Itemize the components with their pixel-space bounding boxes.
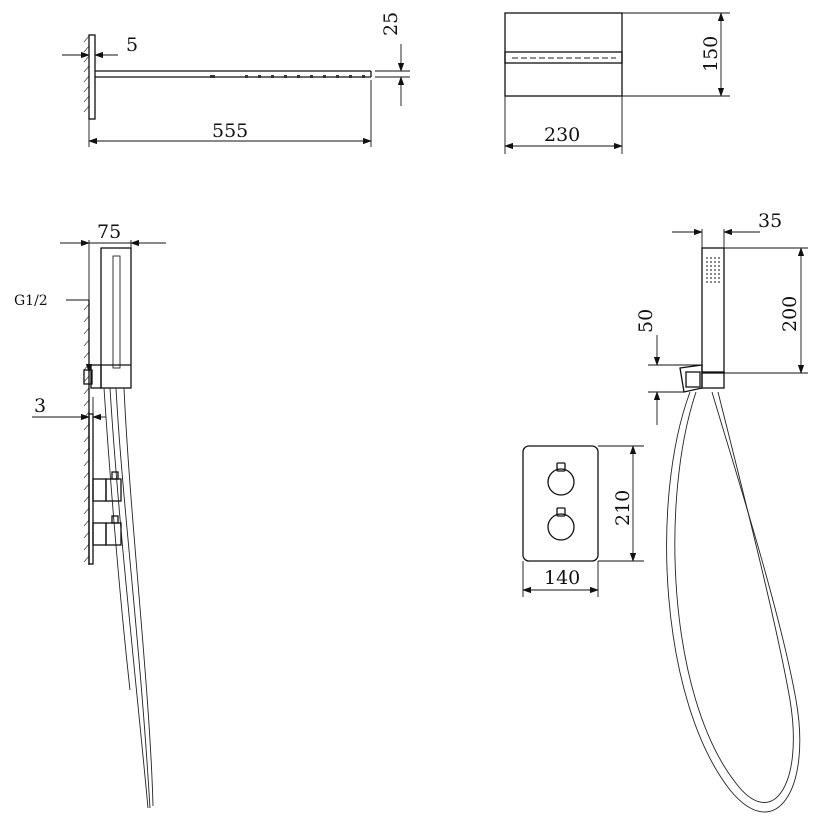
hose — [103, 387, 131, 691]
dim-valve-plate-width: 140 — [544, 567, 580, 589]
dim-hand-shower-width: 35 — [758, 210, 782, 232]
thermostat-knob — [547, 468, 575, 496]
hand-shower-front-view: 35 200 50 — [635, 210, 808, 813]
nozzles — [210, 75, 365, 78]
flow-knob — [547, 513, 575, 541]
valve-plate-front-view: 210 140 — [522, 445, 644, 597]
wall-holder — [679, 364, 703, 393]
dim-shower-head-thickness: 25 — [380, 12, 402, 36]
wall-flange — [88, 34, 96, 120]
shower-head-front-view: 230 150 — [504, 12, 730, 154]
spray-dots — [706, 257, 720, 283]
shower-head-side-view: 5 555 25 — [62, 12, 410, 147]
valve-handles — [92, 471, 122, 546]
dim-shower-head-length: 555 — [212, 120, 248, 142]
dim-shower-head-height: 150 — [700, 36, 722, 72]
wall-hatch — [83, 35, 90, 113]
dim-holder-height: 50 — [635, 309, 657, 333]
shower-head-body — [504, 12, 623, 97]
dim-wall-gap: 5 — [126, 34, 138, 56]
hand-shower-side-view: 75 G1/2 3 — [14, 221, 166, 809]
dim-plate-thickness: 3 — [34, 395, 46, 417]
hand-shower-handle — [701, 247, 725, 374]
dim-hand-shower-depth: 75 — [97, 221, 121, 243]
dim-shower-head-width: 230 — [544, 124, 580, 146]
hose-loop — [666, 391, 801, 813]
dim-hand-shower-height: 200 — [779, 296, 801, 332]
hand-shower-body — [100, 247, 132, 389]
thread-label: G1/2 — [14, 293, 48, 309]
wall-hatch-2 — [83, 303, 90, 563]
valve-plate — [522, 445, 599, 562]
dim-valve-plate-height: 210 — [612, 490, 634, 526]
